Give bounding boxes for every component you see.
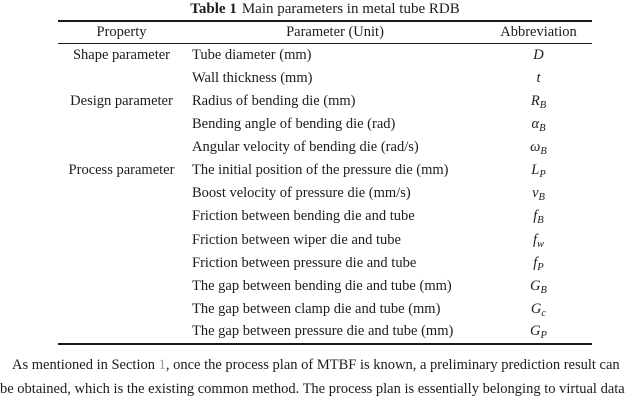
property-cell: Shape parameter — [72, 47, 171, 64]
section-ref-link[interactable]: 1 — [158, 357, 166, 373]
property-cell — [58, 113, 185, 136]
abbreviation-cell: RB — [530, 92, 547, 111]
table-row: Shape parameter Tube diameter (mm) D — [58, 44, 592, 67]
parameter-cell: Angular velocity of bending die (rad/s) — [192, 139, 419, 156]
abbreviation-cell: ωB — [530, 139, 547, 158]
table-caption-label: Table 1 — [190, 1, 237, 17]
abbreviation-cell: GP — [530, 323, 547, 342]
property-cell: Design parameter — [70, 92, 173, 109]
parameter-cell: The initial position of the pressure die… — [192, 162, 449, 179]
table-row: Wall thickness (mm) t — [58, 67, 592, 90]
property-cell — [58, 67, 185, 90]
parameter-cell: Radius of bending die (mm) — [192, 92, 356, 109]
table-row: Friction between pressure die and tube fP — [58, 251, 592, 274]
abbreviation-cell: GB — [530, 277, 547, 296]
parameter-cell: The gap between pressure die and tube (m… — [192, 323, 454, 340]
parameter-cell: Boost velocity of pressure die (mm/s) — [192, 185, 411, 202]
abbreviation-cell: vB — [532, 185, 545, 204]
table-row: Process parameter The initial position of… — [58, 159, 592, 182]
abbreviation-cell: fw — [532, 231, 545, 250]
property-cell: Process parameter — [68, 162, 175, 179]
abbreviation-cell: fB — [533, 208, 544, 227]
property-cell — [58, 205, 185, 228]
paragraph-line-2: be obtained, which is the existing commo… — [0, 381, 625, 397]
table-row: Friction between bending die and tube fB — [58, 205, 592, 228]
parameter-cell: Friction between wiper die and tube — [192, 231, 401, 248]
table-row: Boost velocity of pressure die (mm/s) vB — [58, 182, 592, 205]
table-row: Design parameter Radius of bending die (m… — [58, 90, 592, 113]
parameter-cell: Bending angle of bending die (rad) — [192, 116, 396, 133]
table-caption-text: Main parameters in metal tube RDB — [241, 1, 460, 17]
table-row: The gap between bending die and tube (mm… — [58, 274, 592, 297]
parameter-cell: Tube diameter (mm) — [192, 47, 312, 64]
col-header-parameter: Parameter (Unit) — [185, 21, 485, 44]
property-cell — [58, 136, 185, 159]
property-cell — [58, 251, 185, 274]
paragraph-line-1: As mentioned in Section 1, once the proc… — [0, 353, 640, 377]
header-row: Property Parameter (Unit) Abbreviation — [58, 21, 592, 44]
abbreviation-cell: αB — [531, 116, 546, 135]
property-cell — [58, 298, 185, 321]
parameter-cell: The gap between bending die and tube (mm… — [192, 277, 452, 294]
table-body: Shape parameter Tube diameter (mm) D Wall t… — [58, 44, 592, 344]
table-row: The gap between clamp die and tube (mm) G… — [58, 298, 592, 321]
paragraph-text-before-link: As mentioned in Section — [12, 357, 159, 373]
parameter-cell: Wall thickness (mm) — [192, 69, 313, 86]
paragraph-text-after-link: , once the process plan of MTBF is known… — [165, 357, 620, 373]
col-header-abbreviation: Abbreviation — [485, 21, 592, 44]
abbreviation-cell: Gc — [530, 300, 547, 319]
abbreviation-cell: t — [536, 69, 541, 86]
abbreviation-cell: D — [533, 47, 544, 64]
abbreviation-cell: LP — [531, 162, 546, 181]
property-cell — [58, 228, 185, 251]
parameter-cell: The gap between clamp die and tube (mm) — [192, 300, 441, 317]
parameter-cell: Friction between pressure die and tube — [192, 254, 417, 271]
property-cell — [58, 321, 185, 344]
property-cell — [58, 182, 185, 205]
body-paragraph: As mentioned in Section 1, once the proc… — [0, 353, 640, 401]
table-row: Bending angle of bending die (rad) αB — [58, 113, 592, 136]
parameter-cell: Friction between bending die and tube — [192, 208, 415, 225]
table-row: Friction between wiper die and tube fw — [58, 228, 592, 251]
parameters-table: Property Parameter (Unit) Abbreviation S… — [58, 20, 592, 345]
property-cell — [58, 274, 185, 297]
table-row: Angular velocity of bending die (rad/s) ω… — [58, 136, 592, 159]
col-header-property: Property — [58, 21, 185, 44]
table-row: The gap between pressure die and tube (m… — [58, 321, 592, 344]
abbreviation-cell: fP — [533, 254, 544, 273]
